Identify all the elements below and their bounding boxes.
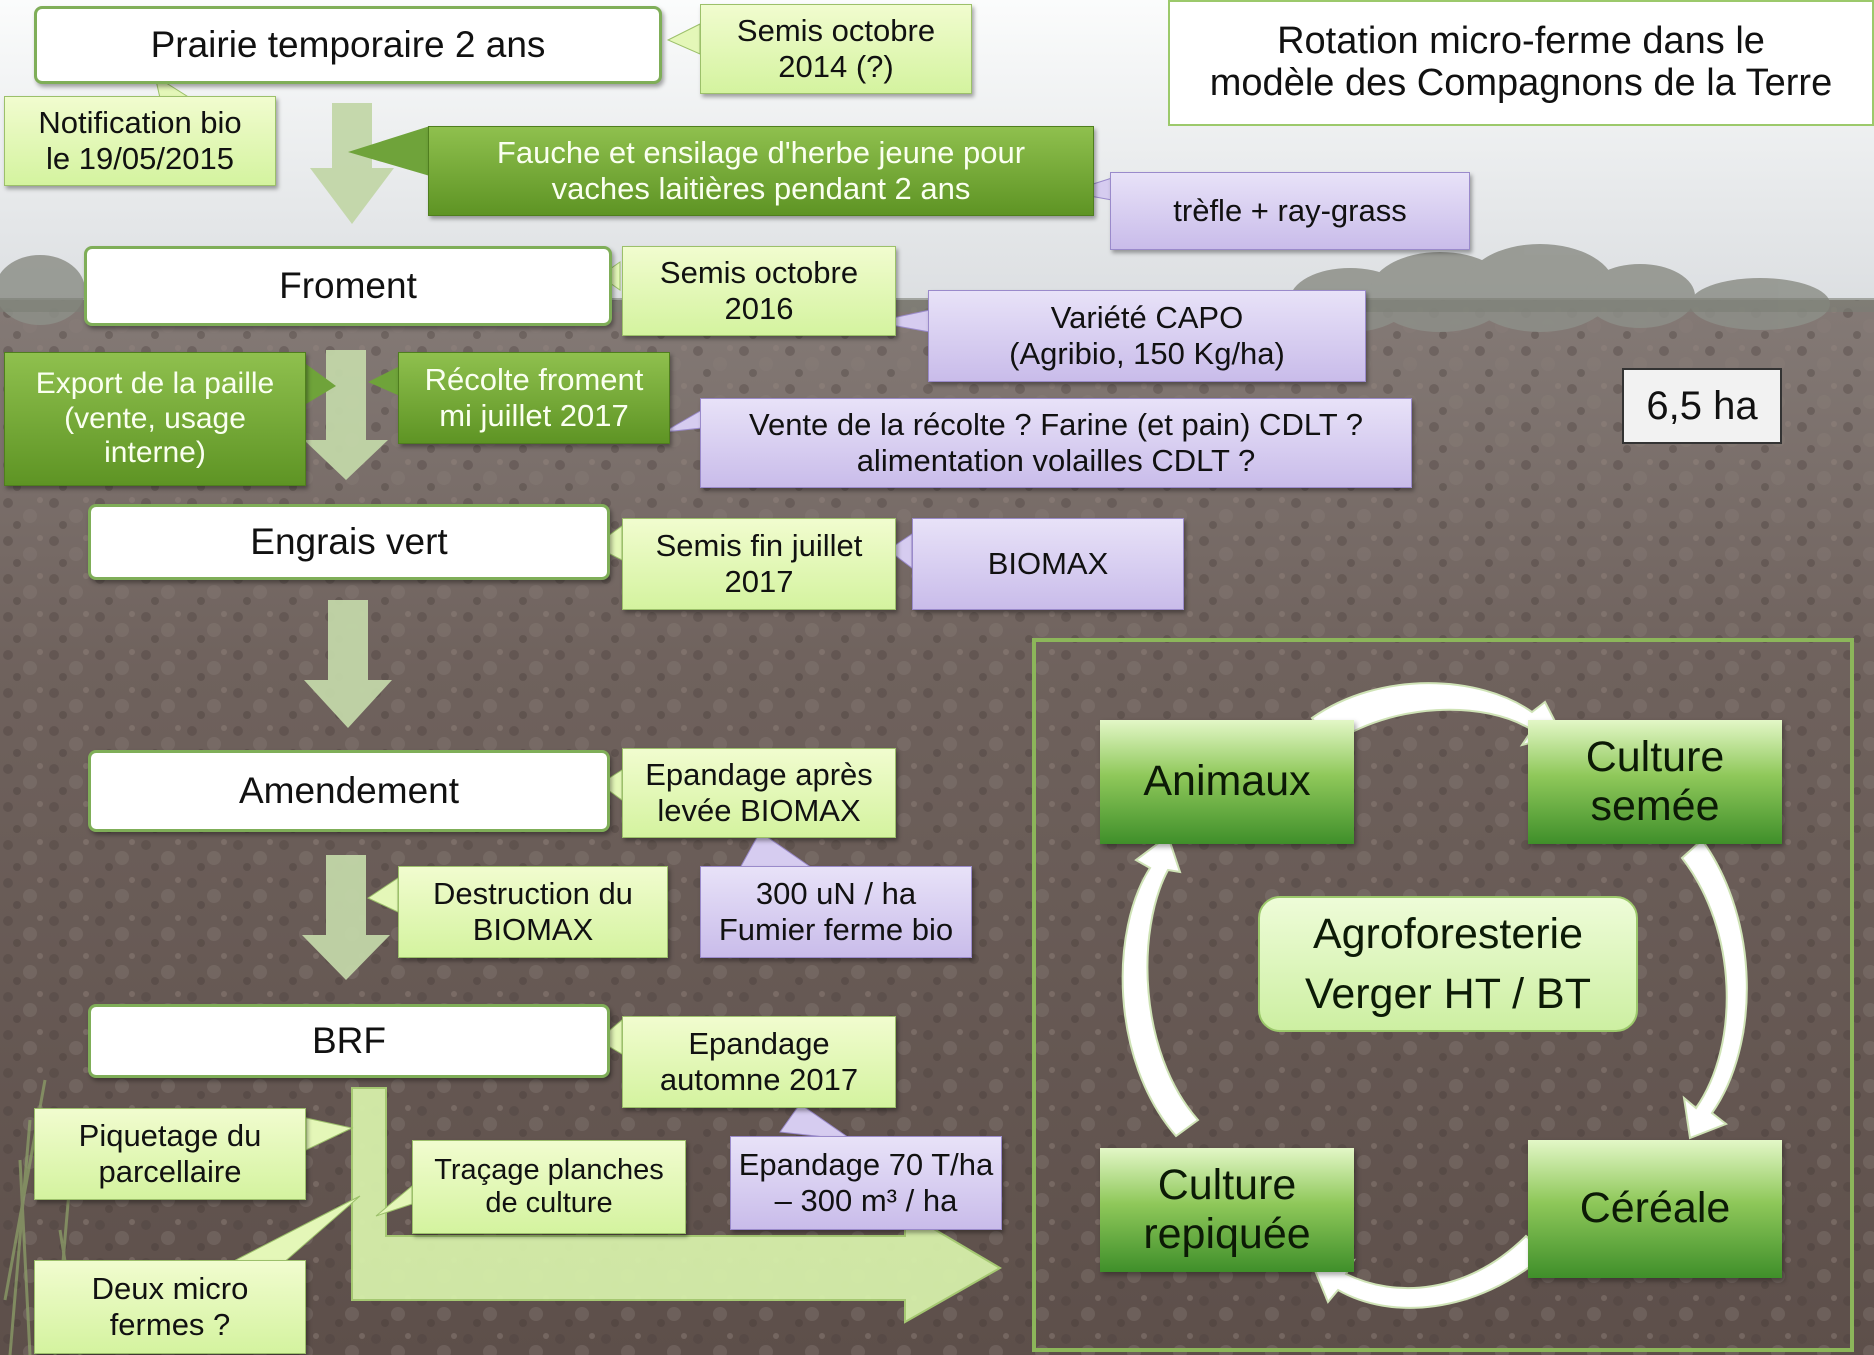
flow-arrow-1: [310, 103, 394, 224]
note-line: 2017: [724, 564, 794, 599]
note-line: Fumier ferme bio: [718, 912, 954, 947]
note-variete-capo: Variété CAPO (Agribio, 150 Kg/ha): [928, 290, 1366, 382]
note-line: Notification bio: [38, 105, 242, 141]
note-line: 2014 (?): [778, 49, 894, 84]
flow-arrow-4: [302, 855, 390, 980]
note-line: parcellaire: [98, 1154, 242, 1189]
note-semis-2016: Semis octobre 2016: [622, 246, 896, 336]
cycle-panel: [1032, 638, 1854, 1352]
center-line: Agroforesterie: [1312, 909, 1584, 958]
note-line: 2016: [724, 291, 794, 326]
note-line: Variété CAPO: [1050, 300, 1244, 336]
note-line: Deux micro: [91, 1271, 249, 1307]
cycle-node-cereale: Céréale: [1528, 1140, 1782, 1278]
note-fauche-ensilage: Fauche et ensilage d'herbe jeune pour va…: [428, 126, 1094, 216]
note-line: Epandage 70 T/ha: [738, 1147, 994, 1183]
flow-arrow-3: [304, 600, 392, 728]
node-line: semée: [1590, 782, 1720, 830]
stage-amendement: Amendement: [88, 750, 610, 832]
cycle-node-culture-semee: Culture semée: [1528, 720, 1782, 844]
cycle-center-agroforesterie: Agroforesterie Verger HT / BT: [1258, 896, 1638, 1032]
final-arrow: [351, 1087, 1002, 1324]
area-label: 6,5 ha: [1622, 368, 1782, 444]
note-line: automne 2017: [659, 1062, 859, 1097]
title-line-1: Rotation micro-ferme dans le: [1277, 20, 1765, 63]
note-line: 300 uN / ha: [755, 876, 917, 912]
diagram-title: Rotation micro-ferme dans le modèle des …: [1168, 0, 1874, 126]
cycle-arrow-left: [1121, 834, 1200, 1138]
note-epandage-70: Epandage 70 T/ha – 300 m³ / ha: [730, 1136, 1002, 1230]
note-vente-recolte: Vente de la récolte ? Farine (et pain) C…: [700, 398, 1412, 488]
note-semis-2014: Semis octobre 2014 (?): [700, 4, 972, 94]
note-line: interne): [104, 436, 206, 470]
note-line: fermes ?: [109, 1307, 231, 1342]
note-line: Export de la paille: [35, 367, 275, 401]
note-notification-bio: Notification bio le 19/05/2015: [4, 96, 276, 186]
note-trefle-ray-grass: trèfle + ray-grass: [1110, 172, 1470, 250]
note-line: Epandage: [688, 1026, 830, 1062]
note-piquetage: Piquetage du parcellaire: [34, 1108, 306, 1200]
note-deux-micro-fermes: Deux micro fermes ?: [34, 1260, 306, 1354]
note-line: Traçage planches: [434, 1153, 664, 1186]
note-line: vaches laitières pendant 2 ans: [551, 171, 971, 206]
note-line: Récolte froment: [424, 362, 644, 398]
note-line: le 19/05/2015: [46, 141, 234, 176]
cycle-node-culture-repiquee: Culture repiquée: [1100, 1148, 1354, 1272]
note-line: de culture: [485, 1187, 613, 1219]
note-line: alimentation volailles CDLT ?: [856, 443, 1256, 478]
note-line: Semis fin juillet: [655, 528, 863, 564]
note-epandage-biomax: Epandage après levée BIOMAX: [622, 748, 896, 838]
note-line: (Agribio, 150 Kg/ha): [1009, 336, 1285, 371]
stage-brf: BRF: [88, 1004, 610, 1078]
stage-froment: Froment: [84, 246, 612, 326]
note-export-paille: Export de la paille (vente, usage intern…: [4, 352, 306, 486]
cycle-arrow-right: [1680, 838, 1748, 1140]
note-tracage: Traçage planches de culture: [412, 1140, 686, 1234]
note-line: levée BIOMAX: [657, 793, 861, 828]
note-line: Destruction du: [433, 876, 633, 912]
note-line: Semis octobre: [659, 255, 859, 291]
note-fumier: 300 uN / ha Fumier ferme bio: [700, 866, 972, 958]
note-recolte-froment: Récolte froment mi juillet 2017: [398, 352, 670, 444]
note-line: mi juillet 2017: [439, 398, 629, 433]
note-biomax: BIOMAX: [912, 518, 1184, 610]
stage-engrais-vert: Engrais vert: [88, 504, 610, 580]
note-line: Epandage après: [645, 757, 873, 793]
title-line-2: modèle des Compagnons de la Terre: [1209, 62, 1833, 104]
node-line: Culture: [1585, 732, 1725, 781]
note-semis-juillet: Semis fin juillet 2017: [622, 518, 896, 610]
note-line: Vente de la récolte ? Farine (et pain) C…: [748, 407, 1364, 443]
cycle-node-animaux: Animaux: [1100, 720, 1354, 844]
center-line: Verger HT / BT: [1305, 970, 1591, 1018]
note-epandage-automne: Epandage automne 2017: [622, 1016, 896, 1108]
node-line: repiquée: [1143, 1210, 1311, 1258]
note-line: Fauche et ensilage d'herbe jeune pour: [496, 135, 1026, 171]
node-line: Culture: [1157, 1160, 1297, 1209]
note-line: (vente, usage: [64, 401, 246, 435]
note-line: Piquetage du: [78, 1118, 262, 1154]
flow-arrow-2: [304, 350, 388, 480]
note-line: Semis octobre: [736, 13, 936, 49]
note-line: BIOMAX: [472, 912, 594, 947]
stage-prairie: Prairie temporaire 2 ans: [34, 6, 662, 84]
note-destruction: Destruction du BIOMAX: [398, 866, 668, 958]
note-line: – 300 m³ / ha: [774, 1183, 958, 1218]
